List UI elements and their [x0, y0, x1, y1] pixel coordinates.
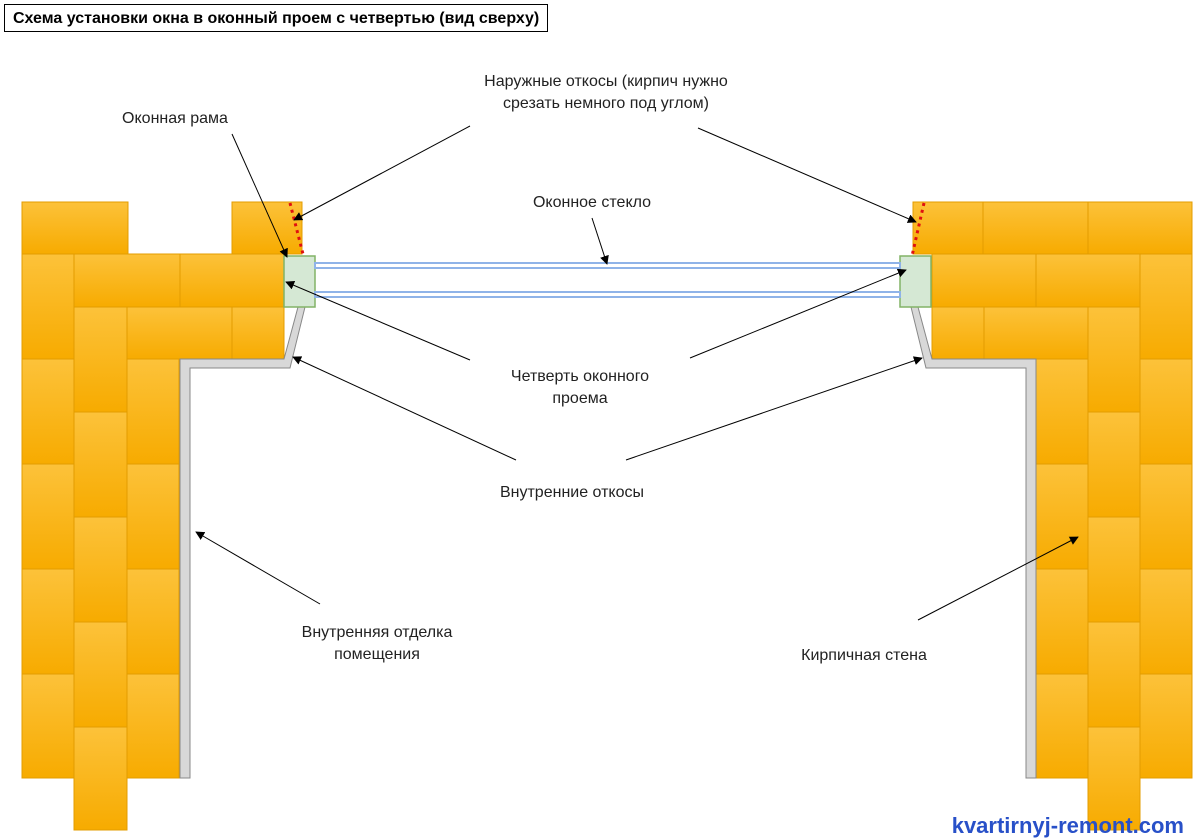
right-window-frame — [899, 255, 932, 308]
left-outer-slope-cut — [288, 202, 306, 259]
arrow-inner-slope-right — [625, 356, 923, 461]
label-interior-finish-line2: помещения — [334, 646, 420, 663]
window-glass — [314, 262, 901, 298]
right-inner-slope — [910, 306, 1037, 779]
arrow-quarter-right — [689, 268, 907, 359]
arrow-brick-wall — [917, 536, 1079, 621]
arrow-outer-slope-right — [697, 127, 917, 223]
right-brick-wall — [912, 201, 1193, 831]
label-window-glass: Оконное стекло — [533, 194, 651, 211]
label-brick-wall: Кирпичная стена — [801, 647, 927, 664]
page-title: Схема установки окна в оконный проем с ч… — [4, 4, 549, 32]
label-inner-slopes: Внутренние откосы — [500, 484, 644, 501]
label-outer-slopes-line2: срезать немного под углом) — [503, 95, 709, 112]
label-outer-slopes-line1: Наружные откосы (кирпич нужно — [484, 73, 728, 90]
arrow-window-glass — [591, 217, 609, 265]
arrow-interior-finish — [195, 531, 321, 605]
left-window-frame — [283, 255, 316, 308]
right-outer-slope-cut — [910, 202, 926, 257]
arrow-outer-slope-left — [293, 125, 471, 221]
arrow-window-frame — [231, 133, 288, 258]
arrow-inner-slope-left — [292, 356, 517, 461]
left-brick-wall — [21, 201, 303, 831]
label-window-frame: Оконная рама — [122, 110, 228, 127]
label-interior-finish-line1: Внутренняя отделка — [302, 624, 453, 641]
left-inner-slope — [179, 306, 306, 779]
label-quarter-line2: проема — [552, 390, 607, 407]
label-quarter-line1: Четверть оконного — [511, 368, 649, 385]
arrow-quarter-left — [285, 281, 471, 361]
watermark: kvartirnyj-remont.com — [952, 813, 1184, 838]
